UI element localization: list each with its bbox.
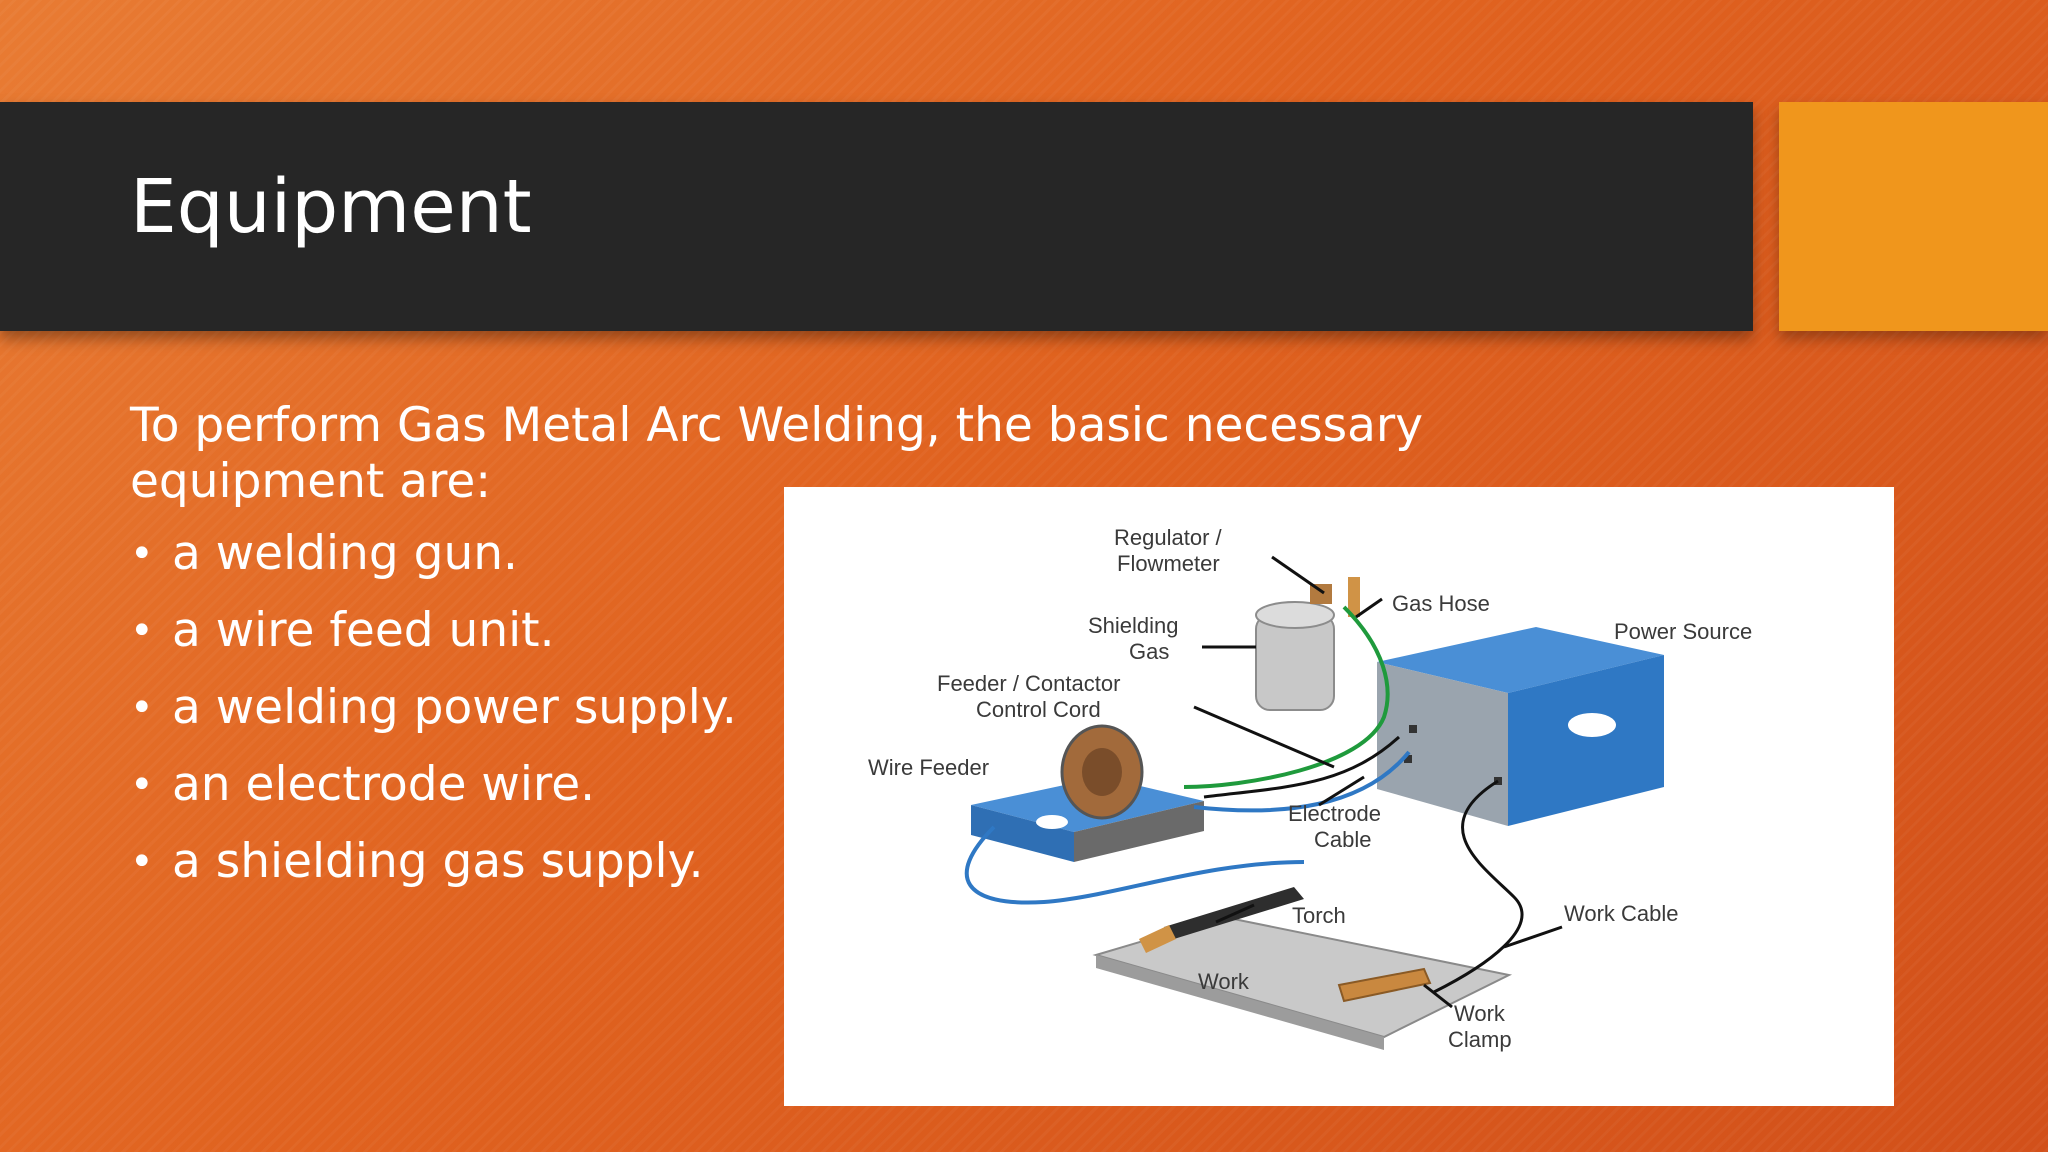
leader-line bbox=[1423, 983, 1453, 1009]
label-electrode: Electrode bbox=[1288, 801, 1381, 826]
bullet-text: a shielding gas supply. bbox=[172, 834, 704, 889]
bullet-icon: • bbox=[130, 531, 154, 577]
label-gas-hose: Gas Hose bbox=[1392, 591, 1490, 616]
power-source-side bbox=[1508, 655, 1664, 826]
gas-cylinder bbox=[1255, 614, 1335, 711]
wire-feeder-side bbox=[1074, 801, 1204, 862]
list-item: • an electrode wire. bbox=[130, 757, 737, 834]
label-flowmeter: Flowmeter bbox=[1117, 551, 1220, 576]
leader-line bbox=[1355, 597, 1383, 619]
slide-title: Equipment bbox=[130, 164, 532, 250]
accent-block bbox=[1779, 102, 2048, 331]
label-work-cable: Work Cable bbox=[1564, 901, 1679, 926]
bullet-icon: • bbox=[130, 839, 154, 885]
flowmeter bbox=[1348, 577, 1360, 617]
bullet-icon: • bbox=[130, 685, 154, 731]
bullet-text: a wire feed unit. bbox=[172, 603, 555, 658]
power-source-port bbox=[1404, 755, 1412, 763]
regulator bbox=[1310, 584, 1332, 604]
control-cord bbox=[1203, 735, 1401, 799]
list-item: • a welding power supply. bbox=[130, 680, 737, 757]
leader-line bbox=[1215, 903, 1255, 924]
wire-feeder-logo bbox=[1036, 815, 1068, 829]
diagram-svg: Regulator / Flowmeter Gas Hose Shielding… bbox=[868, 525, 1752, 1052]
leader-line bbox=[1503, 925, 1563, 949]
work-clamp bbox=[1337, 967, 1432, 1003]
work-cable bbox=[1433, 779, 1524, 994]
label-power-source: Power Source bbox=[1614, 619, 1752, 644]
power-source-front bbox=[1377, 662, 1508, 826]
label-control-cord: Control Cord bbox=[976, 697, 1101, 722]
list-item: • a shielding gas supply. bbox=[130, 834, 737, 911]
label-work-clamp-2: Clamp bbox=[1448, 1027, 1512, 1052]
intro-text: To perform Gas Metal Arc Welding, the ba… bbox=[130, 398, 1424, 509]
label-wire-feeder: Wire Feeder bbox=[868, 755, 989, 780]
welding-equipment-diagram: Regulator / Flowmeter Gas Hose Shielding… bbox=[784, 487, 1894, 1106]
wire-spool-center bbox=[1082, 748, 1122, 796]
label-torch: Torch bbox=[1292, 903, 1346, 928]
label-regulator: Regulator / bbox=[1114, 525, 1223, 550]
torch-nozzle bbox=[1139, 925, 1176, 953]
wire-feeder-front bbox=[971, 805, 1074, 862]
bullet-text: a welding power supply. bbox=[172, 680, 737, 735]
label-work-clamp-1: Work bbox=[1454, 1001, 1506, 1026]
leader-line bbox=[1318, 775, 1365, 807]
bullet-list: • a welding gun. • a wire feed unit. • a we… bbox=[130, 526, 737, 911]
title-bar bbox=[0, 102, 1753, 331]
gas-hose bbox=[1183, 605, 1390, 789]
gas-cylinder-top bbox=[1255, 601, 1335, 629]
label-feeder-contactor: Feeder / Contactor bbox=[937, 671, 1120, 696]
bullet-text: an electrode wire. bbox=[172, 757, 596, 812]
leader-line bbox=[1193, 705, 1335, 769]
label-shielding: Shielding bbox=[1088, 613, 1179, 638]
list-item: • a wire feed unit. bbox=[130, 603, 737, 680]
power-source-logo bbox=[1568, 713, 1616, 737]
list-item: • a welding gun. bbox=[130, 526, 737, 603]
bullet-icon: • bbox=[130, 762, 154, 808]
leader-line bbox=[1271, 555, 1325, 595]
bullet-icon: • bbox=[130, 608, 154, 654]
power-source-port bbox=[1409, 725, 1417, 733]
label-work: Work bbox=[1198, 969, 1250, 994]
work-piece-edge bbox=[1096, 955, 1384, 1050]
torch-cable bbox=[964, 825, 1305, 905]
label-gas: Gas bbox=[1129, 639, 1169, 664]
bullet-text: a welding gun. bbox=[172, 526, 518, 581]
power-source-top bbox=[1377, 627, 1664, 693]
label-cable: Cable bbox=[1314, 827, 1371, 852]
